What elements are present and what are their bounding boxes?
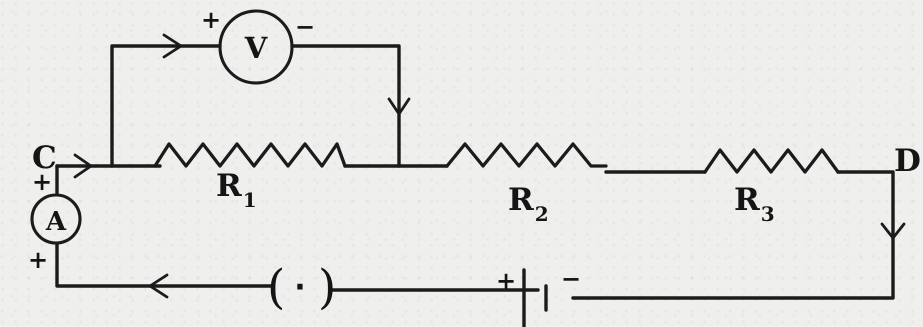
battery-negative-sign: − bbox=[561, 264, 581, 293]
resistor-r2 bbox=[445, 142, 608, 168]
key-dot: · bbox=[294, 270, 305, 305]
battery-positive-sign: + bbox=[496, 266, 516, 295]
resistor-r1 bbox=[153, 142, 347, 168]
voltmeter-left-current-arrow bbox=[162, 33, 183, 59]
voltmeter-right-branch-wire bbox=[290, 44, 401, 168]
key-right-bracket: ) bbox=[318, 260, 336, 315]
voltmeter-positive-sign: + bbox=[201, 5, 221, 34]
voltmeter-negative-sign: − bbox=[295, 12, 315, 41]
node-d-label: D bbox=[894, 143, 921, 179]
resistor-r2-label: R2 bbox=[508, 182, 549, 226]
resistor-r3-label: R3 bbox=[734, 182, 775, 226]
ammeter-symbol: A bbox=[45, 207, 67, 237]
resistor-r3 bbox=[703, 148, 840, 174]
voltmeter-symbol: V bbox=[244, 31, 268, 65]
key-left-bracket: ( bbox=[267, 260, 285, 315]
main-right-wire bbox=[571, 170, 895, 300]
ammeter-bottom-positive-sign: + bbox=[28, 245, 48, 274]
main-current-arrow-top bbox=[73, 153, 93, 179]
voltmeter-left-branch-wire bbox=[110, 44, 222, 168]
main-current-arrow-right bbox=[880, 222, 906, 240]
ammeter-bottom-wire bbox=[55, 243, 274, 288]
ammeter-circle bbox=[30, 193, 82, 245]
resistor-r1-label: R1 bbox=[216, 168, 257, 212]
node-c-label: C bbox=[32, 140, 57, 176]
ammeter-top-positive-sign: + bbox=[32, 167, 52, 196]
voltmeter-circle bbox=[218, 9, 294, 85]
main-current-arrow-bottom bbox=[148, 273, 169, 299]
voltmeter-right-current-arrow bbox=[387, 97, 411, 116]
